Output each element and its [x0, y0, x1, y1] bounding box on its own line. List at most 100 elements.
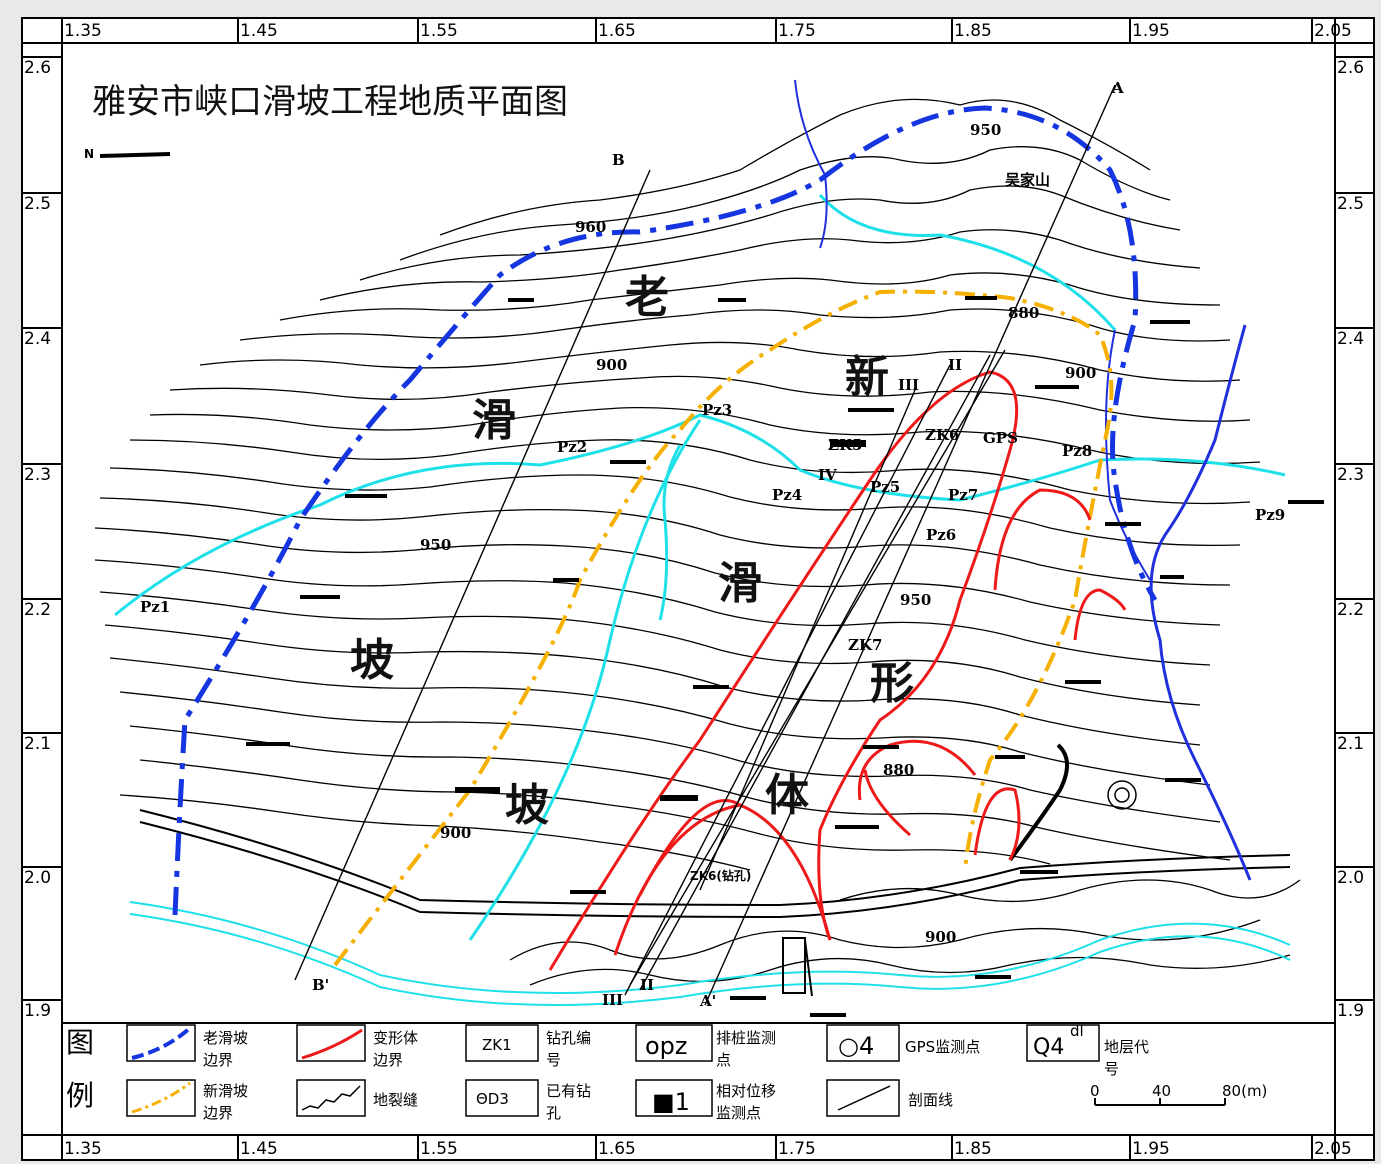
profile-label: II [640, 976, 654, 994]
point-label: GPS [983, 429, 1018, 447]
svg-text:钻孔编: 钻孔编 [546, 1029, 591, 1047]
legend-item-new-boundary: 新滑坡 边界 [126, 1079, 248, 1122]
svg-text:号: 号 [546, 1051, 561, 1069]
zone-old-2: 滑 [472, 395, 516, 446]
scale-tick: 80(m) [1222, 1082, 1267, 1100]
x-tick-label: 1.95 [1132, 1139, 1170, 1159]
map-sheet [21, 17, 1375, 1161]
svg-text:地裂缝: 地裂缝 [373, 1091, 418, 1109]
contour-lines [94, 98, 1301, 986]
legend-item-deform-boundary: 变形体 边界 [296, 1024, 418, 1069]
svg-text:边界: 边界 [203, 1051, 233, 1069]
profile-label: II [948, 356, 962, 374]
zone-old-3: 坡 [350, 635, 394, 686]
structure-icon [782, 937, 813, 997]
y-tick-label: 1.9 [1337, 1001, 1364, 1021]
map-symbols [246, 296, 1324, 1017]
svg-text:dl: dl [1070, 1022, 1084, 1040]
svg-text:opz: opz [645, 1032, 688, 1060]
svg-text:已有钻: 已有钻 [546, 1082, 591, 1100]
x-tick-label: 2.05 [1314, 1139, 1352, 1159]
y-tick-label: 2.6 [1337, 58, 1364, 78]
point-label: Pz3 [702, 401, 732, 419]
contour-label: 880 [883, 761, 914, 779]
river [129, 901, 1291, 1006]
y-tick-label: 2.4 [1337, 329, 1364, 349]
zone-new-3: 形 [870, 658, 914, 709]
x-tick-label: 1.75 [778, 21, 816, 41]
profile-label: B [612, 151, 625, 169]
x-tick-label: 1.65 [598, 1139, 636, 1159]
quarry-icon [1107, 780, 1137, 810]
legend-item-existing-drill: ΘD3 已有钻 孔 [465, 1079, 591, 1122]
svg-text:边界: 边界 [203, 1104, 233, 1122]
zone-old-4: 坡 [505, 780, 549, 831]
legend-item-gps-point: ○4 GPS监测点 [826, 1024, 980, 1062]
y-tick-label: 2.2 [24, 600, 51, 620]
point-label: Pz9 [1255, 506, 1285, 524]
zone-labels: 老 滑 坡 坡 新 滑 形 体 [350, 272, 914, 831]
y-tick-label: 2.5 [24, 194, 51, 214]
point-label: ZK7 [848, 636, 882, 654]
svg-text:○4: ○4 [838, 1032, 874, 1060]
x-tick-label: 1.45 [240, 1139, 278, 1159]
point-label: ZK6 [925, 426, 959, 444]
svg-text:排桩监测: 排桩监测 [716, 1029, 776, 1047]
y-tick-label: 2.4 [24, 329, 51, 349]
point-label: Pz2 [557, 438, 587, 456]
point-label: Pz5 [870, 478, 900, 496]
svg-text:剖面线: 剖面线 [908, 1091, 953, 1109]
scale-tick: 0 [1090, 1082, 1100, 1100]
legend-item-relative-displacement: ■1 相对位移 监测点 [635, 1079, 776, 1122]
svg-text:Q4: Q4 [1033, 1035, 1064, 1060]
y-tick-label: 2.1 [24, 734, 51, 754]
legend-item-section-line: 剖面线 [826, 1079, 953, 1117]
legend-item-crack: 地裂缝 [296, 1079, 418, 1117]
x-axis-ticks: 1.351.351.451.451.551.551.651.651.751.75… [61, 18, 1352, 1160]
scale-bar: 0 40 80(m) [1090, 1082, 1267, 1106]
y-tick-label: 2.5 [1337, 194, 1364, 214]
north-arrow-icon: N [84, 147, 170, 161]
contour-label: 960 [575, 218, 606, 236]
y-tick-label: 1.9 [24, 1001, 51, 1021]
contour-label: 900 [596, 356, 627, 374]
point-label: Pz8 [1062, 442, 1092, 460]
x-tick-label: 1.95 [1132, 21, 1170, 41]
y-tick-label: 2.3 [24, 465, 51, 485]
profile-label: A' [699, 992, 716, 1010]
x-tick-label: 1.35 [64, 21, 102, 41]
x-tick-label: 1.85 [954, 1139, 992, 1159]
svg-text:■1: ■1 [652, 1088, 690, 1116]
x-tick-label: 1.85 [954, 21, 992, 41]
y-tick-label: 2.0 [24, 868, 51, 888]
drill-label: ZK6(钻孔) [690, 868, 751, 883]
legend-item-stratum-code: Q4 dl 地层代 号 [1026, 1022, 1149, 1078]
new-landslide-boundary [333, 289, 1114, 967]
zone-old-1: 老 [625, 272, 669, 323]
y-tick-label: 2.1 [1337, 734, 1364, 754]
x-tick-label: 1.55 [420, 1139, 458, 1159]
contour-label: 900 [925, 928, 956, 946]
profile-label: A [1111, 79, 1124, 97]
svg-text:老滑坡: 老滑坡 [203, 1029, 248, 1047]
scale-tick: 40 [1152, 1082, 1171, 1100]
contour-label: 950 [900, 591, 931, 609]
profile-lines [294, 84, 1116, 1006]
svg-text:监测点: 监测点 [716, 1104, 761, 1122]
zone-new-1: 新 [845, 352, 889, 403]
legend-item-drill-id: ZK1 钻孔编 号 [465, 1024, 591, 1069]
north-label: N [84, 147, 94, 161]
svg-text:号: 号 [1104, 1060, 1119, 1078]
legend: 图 例 老滑坡 边界 变形体 边界 ZK1 钻孔编 号 opz 排桩监测 点 [66, 1022, 1267, 1122]
profile-label: B' [312, 976, 329, 994]
zone-new-2: 滑 [718, 558, 762, 609]
profile-labels: A B B' II II III III IV A' [312, 79, 1124, 1010]
svg-text:ZK1: ZK1 [482, 1036, 512, 1054]
x-tick-label: 1.75 [778, 1139, 816, 1159]
legend-title-tu: 图 [66, 1026, 94, 1059]
profile-label: IV [818, 466, 837, 484]
x-tick-label: 1.65 [598, 21, 636, 41]
svg-text:孔: 孔 [546, 1104, 561, 1122]
x-tick-label: 1.55 [420, 21, 458, 41]
